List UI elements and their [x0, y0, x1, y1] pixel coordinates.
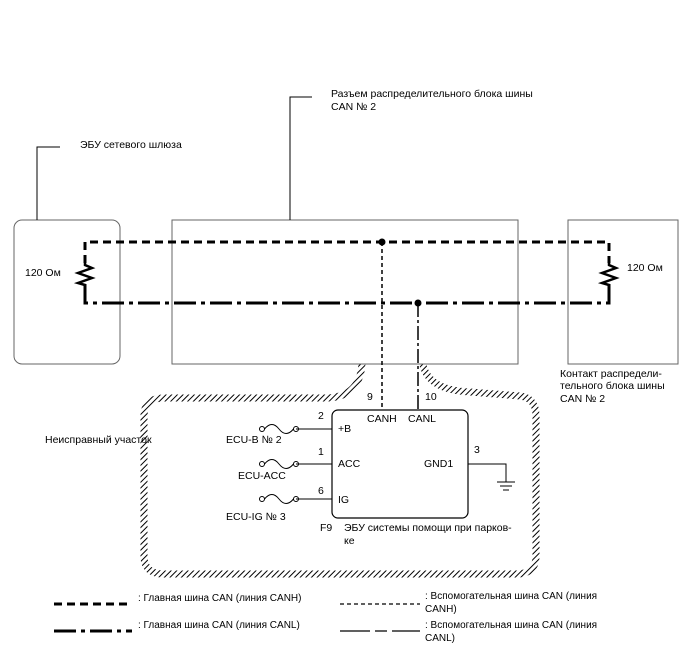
legend-main-canl-label: : Главная шина CAN (линия CANL): [138, 620, 300, 631]
b-pin-label: +B: [338, 423, 351, 435]
legend-sub-canl-label-2: CANL): [425, 633, 455, 644]
pin-6-number: 6: [318, 485, 324, 497]
resistor-right-label: 120 Ом: [627, 262, 663, 274]
junction-leader-line: [289, 96, 312, 220]
gateway-leader-line: [36, 146, 60, 220]
junction-contact-box: [567, 219, 679, 365]
canh-pin-label: CANH: [367, 413, 397, 425]
parking-ecu-label-1: ЭБУ системы помощи при парков-: [344, 522, 512, 534]
gateway-ecu-box: [13, 219, 121, 365]
pin-9-number: 9: [367, 391, 373, 403]
fuse-ecu-b-label: ECU-B № 2: [226, 434, 282, 446]
parking-ecu-label-2: ке: [344, 535, 355, 547]
pin-2-number: 2: [318, 410, 324, 422]
junction-connector-label-1: Разъем распределительного блока шины: [331, 88, 533, 100]
junction-connector-label-2: CAN № 2: [331, 101, 376, 113]
pin-1-number: 1: [318, 446, 324, 458]
legend-main-canh-label: : Главная шина CAN (линия CANH): [138, 593, 301, 604]
main-can-l-line: [83, 284, 611, 305]
acc-pin-label: ACC: [338, 458, 361, 470]
canl-pin-label: CANL: [408, 413, 436, 425]
ground-wire: [468, 463, 507, 482]
junction-connector-box: [171, 219, 519, 365]
ig-pin-label: IG: [338, 494, 349, 506]
connector-code-label: F9: [320, 522, 332, 534]
gnd-pin-label: GND1: [424, 458, 453, 470]
junction-contact-label-1: Контакт распредели-: [560, 368, 662, 380]
gateway-ecu-label: ЭБУ сетевого шлюза: [80, 139, 182, 151]
canh-junction-dot: [378, 238, 386, 246]
resistor-right: [597, 263, 620, 287]
ground-icon: [497, 481, 515, 491]
canl-junction-dot: [414, 299, 422, 307]
pin-3-number: 3: [474, 444, 480, 456]
fuse-ecu-acc-label: ECU-ACC: [238, 470, 286, 482]
legend-sub-canl-label-1: : Вспомогательная шина CAN (линия: [425, 620, 597, 631]
legend-sub-canh-label-2: CANH): [425, 604, 457, 615]
junction-contact-label-3: CAN № 2: [560, 393, 605, 405]
resistor-left: [73, 263, 96, 287]
resistor-left-label: 120 Ом: [25, 267, 61, 279]
fuse-icon: [259, 424, 299, 504]
junction-contact-label-2: тельного блока шины: [560, 380, 665, 392]
pin-10-number: 10: [425, 391, 437, 403]
faulty-section-label: Неисправный участок: [45, 434, 152, 446]
power-wires: [296, 428, 332, 500]
legend-sub-canh-label-1: : Вспомогательная шина CAN (линия: [425, 591, 597, 602]
fuse-ecu-ig-label: ECU-IG № 3: [226, 511, 286, 523]
